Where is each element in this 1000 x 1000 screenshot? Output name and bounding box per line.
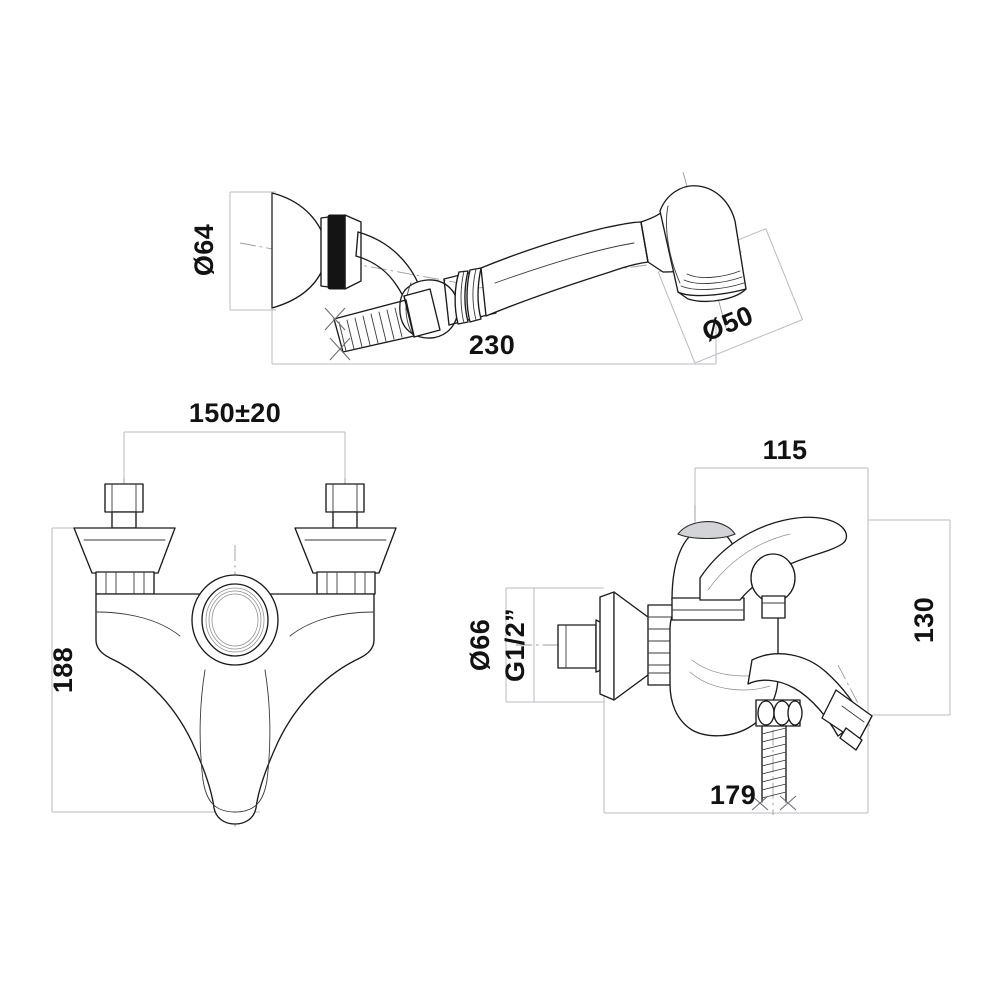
threaded-nipple <box>324 288 441 361</box>
front-right-inlet <box>294 483 397 595</box>
dim-dia66-label: Ø66 <box>465 619 495 671</box>
side-flexible-hose <box>751 725 797 811</box>
view-handshower-assembly: Ø64 230 Ø50 <box>189 171 803 365</box>
dim-dia64-label: Ø64 <box>189 224 219 276</box>
front-left-inlet <box>73 483 176 595</box>
side-view-dimension-lines <box>505 467 951 814</box>
break-ticks <box>324 307 351 361</box>
side-inlet-escutcheon <box>557 591 683 701</box>
dim-115-label: 115 <box>763 435 808 465</box>
thread-hatching <box>338 307 403 352</box>
right-collar-knurl <box>326 571 366 595</box>
side-diverter-knob <box>750 553 796 619</box>
view-mixer-front: 150±20 188 <box>48 398 397 830</box>
hose-break-ticks <box>751 795 797 811</box>
spray-face-arcs <box>680 270 745 290</box>
dim-179-label: 179 <box>710 780 756 810</box>
view-mixer-side: 115 130 179 Ø66 G1/2” <box>465 435 951 815</box>
side-lever-cap <box>671 521 745 621</box>
front-cartridge-rings <box>191 574 279 666</box>
front-mixer-body <box>95 593 375 825</box>
side-hose-outlet-nut <box>755 699 803 727</box>
dim-188-label: 188 <box>48 647 78 693</box>
dim-230-label: 230 <box>469 330 515 360</box>
left-collar-knurl <box>105 571 145 595</box>
hose-collar-rings <box>454 267 482 325</box>
dim-150-label: 150±20 <box>189 398 281 428</box>
hose-coils <box>761 727 787 799</box>
dim-g12-label: G1/2” <box>500 608 530 682</box>
dim-130-label: 130 <box>909 597 939 643</box>
handshower-head <box>659 185 747 303</box>
side-spout <box>747 653 873 751</box>
dim-dia50-label: Ø50 <box>698 300 758 347</box>
shower-holder-cup <box>271 192 362 309</box>
handshower-handle <box>480 221 649 317</box>
